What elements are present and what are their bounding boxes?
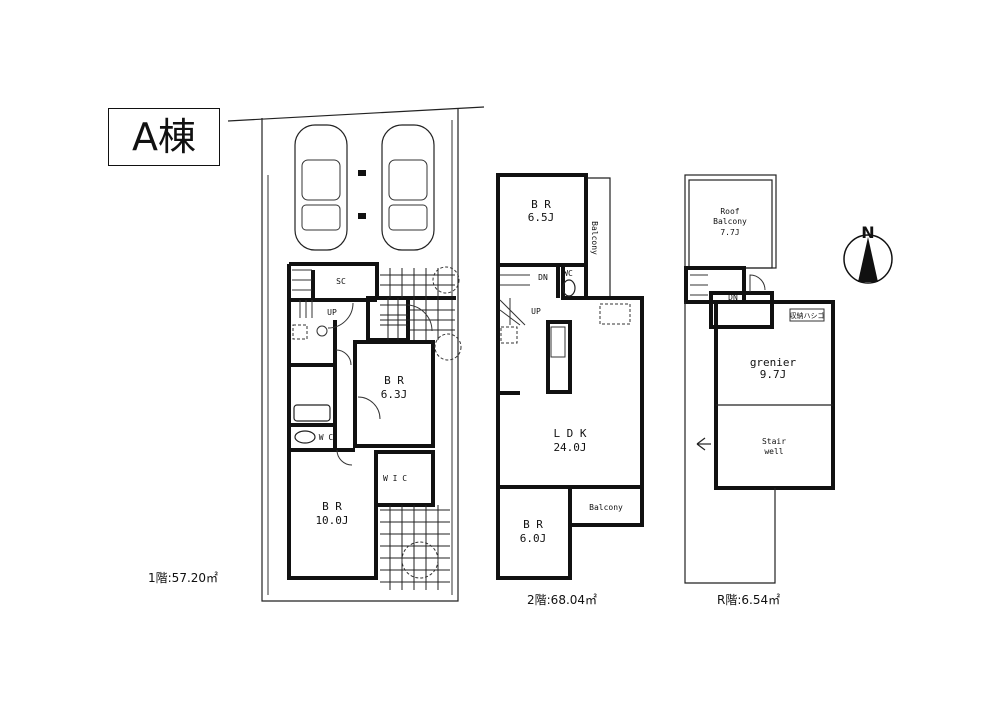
ladder-label: 収納ハシゴ: [790, 311, 825, 320]
road-boundary: [227, 106, 485, 122]
br-size: 6.0J: [520, 532, 547, 545]
stairwell-label: well: [764, 447, 783, 456]
wc-label: W C: [319, 433, 334, 442]
ladder-storage: [789, 308, 825, 322]
toilet-icon: [562, 279, 576, 297]
up-label: UP: [327, 308, 337, 317]
br-size: 6.5J: [528, 211, 555, 224]
floor-2-area: 2階:68.04㎡: [527, 592, 597, 607]
balcony-label: Balcony: [590, 221, 599, 255]
stairs-icon: [690, 274, 708, 296]
roof-balcony-label: Balcony: [713, 217, 747, 226]
car-icon: [381, 124, 435, 251]
sink-icon: [316, 325, 328, 337]
roof-plan: 収納ハシゴ Roof Balcony 7.7J DN grenier 9.7J …: [684, 174, 835, 607]
lot-boundary: [261, 108, 459, 602]
arrow-left-icon: [696, 437, 706, 451]
up-label: UP: [531, 307, 541, 316]
roof-balcony-label: Roof: [720, 207, 739, 216]
tree-icon: [401, 541, 439, 579]
tiled-terrace: [380, 268, 455, 590]
br-name: B R: [322, 500, 342, 513]
br-name: B R: [384, 374, 404, 387]
ceiling-hatch: [599, 303, 631, 325]
washer-icon: [292, 324, 308, 340]
washer-icon: [500, 326, 518, 344]
br-size: 6.3J: [381, 388, 408, 401]
dn-label: DN: [538, 273, 548, 282]
ldk-size: 24.0J: [553, 441, 586, 454]
floor-1-area: 1階:57.20㎡: [148, 570, 218, 585]
dn-label: DN: [728, 293, 738, 302]
balcony-label: Balcony: [589, 503, 623, 512]
stairwell-label: Stair: [762, 437, 786, 446]
car-icon: [294, 124, 348, 251]
floor-1-plan: SC UP B R 6.3J B R 10.0J W C W I C 1階:57…: [148, 106, 485, 602]
tree-icon: [434, 333, 462, 361]
floor-2-plan: B R 6.5J Balcony DN WC UP L D K 24.0J B …: [496, 173, 644, 607]
wc-label: WC: [563, 269, 573, 278]
building-title: A棟: [108, 108, 220, 166]
stairs-icon: [499, 274, 530, 326]
bathtub-icon: [293, 404, 331, 422]
north-compass-icon: N: [843, 223, 893, 284]
roof-balcony-size: 7.7J: [720, 228, 739, 237]
grenier-size: 9.7J: [760, 368, 787, 381]
ldk-name: L D K: [553, 427, 586, 440]
wic-label: W I C: [383, 474, 407, 483]
br-name: B R: [523, 518, 543, 531]
north-label: N: [861, 223, 874, 242]
stairs-icon: [292, 269, 313, 318]
br-size: 10.0J: [315, 514, 348, 527]
tree-icon: [432, 266, 460, 294]
grenier-name: grenier: [750, 356, 797, 369]
sc-label: SC: [336, 277, 346, 286]
toilet-icon: [294, 430, 316, 444]
roof-area: R階:6.54㎡: [717, 592, 780, 607]
br-name: B R: [531, 198, 551, 211]
